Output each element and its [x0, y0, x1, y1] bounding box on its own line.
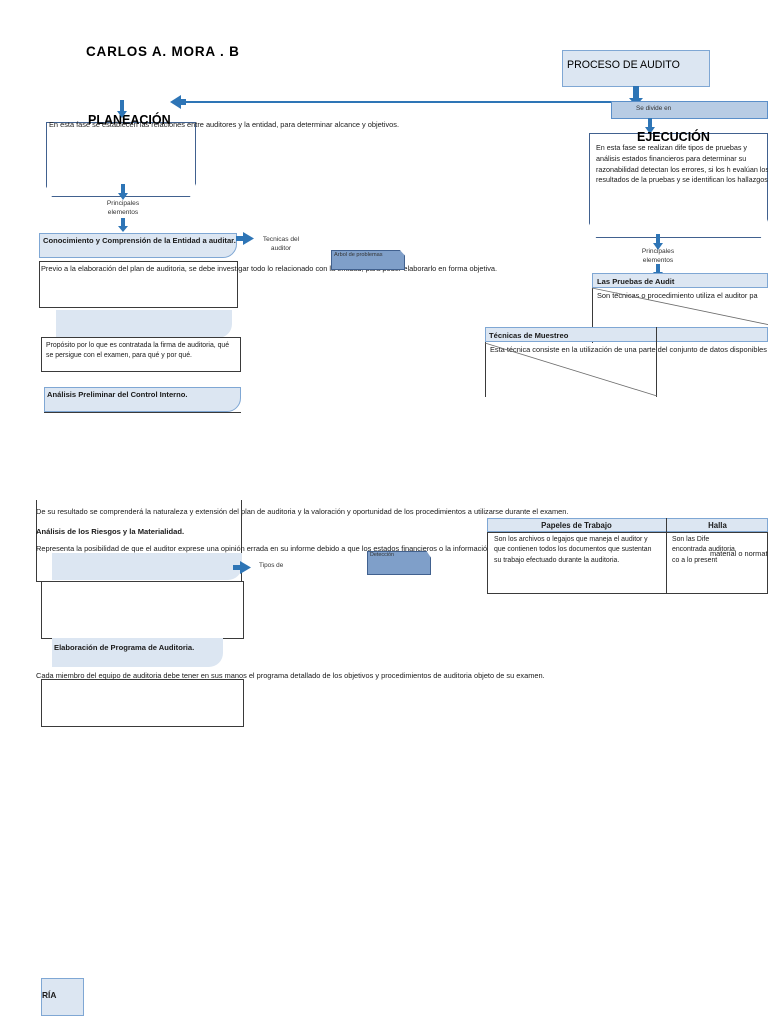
proceso-de-audito-box: [562, 50, 710, 87]
elemento-4-body-box: [41, 581, 244, 639]
elemento-3-body: De su resultado se comprenderá la natura…: [36, 507, 569, 516]
elemento-5-header: [52, 638, 223, 667]
elemento-4-header-band: [52, 553, 242, 580]
se-divide-en-label: Se divide en: [636, 105, 672, 112]
planeacion-connector-line1: Principales: [106, 200, 140, 207]
elemento-5-body-box: [41, 679, 244, 727]
elemento-2-header: [56, 310, 232, 338]
arrow-down-icon-plan-elem2: [118, 218, 128, 232]
tecnicas-de-muestreo-title: Técnicas de Muestreo: [489, 331, 569, 340]
deteccion-label: Detección: [370, 552, 394, 558]
page-title: CARLOS A. MORA . B: [86, 44, 240, 59]
elemento-3-title: Análisis Preliminar del Control Interno.: [47, 390, 188, 399]
lower-table-col-0-body: Son los archivos o legajos que maneja el…: [494, 536, 652, 564]
tecnicas-de-muestreo-body: Esta técnica consiste en la utilización …: [490, 345, 768, 354]
pruebas-guide-diagonal: [591, 287, 768, 325]
lower-table-col-0-header: Papeles de Trabajo: [541, 521, 612, 530]
arrow-right-icon-tecnicas: [236, 232, 254, 245]
elemento-3-underline: [44, 412, 241, 413]
pruebas-guide-vline: [592, 288, 593, 343]
ejecucion-description: En esta fase se realizan dife tipos de p…: [596, 143, 768, 185]
tipos-de-label: Tipos de: [259, 562, 284, 569]
tecnicas-guide-vline-left: [485, 342, 486, 397]
lower-table-overflow-text: material o normat: [710, 549, 768, 558]
ejecucion-connector-line2: elementos: [642, 256, 674, 264]
tecnicas-label-line2: auditor: [270, 244, 292, 252]
lower-table-header-divider: [666, 518, 667, 532]
footer-partial-box: [41, 978, 84, 1016]
connector-line-horizontal: [180, 101, 708, 103]
elemento-4-body: Representa la posibilidad de que el audi…: [36, 544, 736, 553]
ejecucion-heading: EJECUCIÓN: [637, 130, 710, 144]
arbol-de-problemas-shape: [331, 250, 405, 270]
elemento-1-body: Previo a la elaboración del plan de audi…: [41, 264, 498, 273]
arrow-down-icon-plan-elementos: [118, 184, 128, 200]
tecnicas-guide-diagonal: [484, 342, 658, 397]
elemento-4-title: Análisis de los Riesgos y la Materialida…: [36, 527, 185, 536]
ejecucion-connector-line1: Principales: [641, 248, 675, 255]
arrow-down-icon-ejecucion: [645, 118, 655, 134]
pruebas-de-audit-body: Son técnicas o procedimiento utiliza el …: [597, 291, 758, 300]
lower-table-col-1-header: Halla: [708, 521, 727, 530]
arrow-down-icon-ejec-elementos: [653, 234, 663, 250]
elemento-5-body: Cada miembro del equipo de auditoria deb…: [36, 671, 545, 680]
elemento-1-header: [39, 233, 237, 258]
arrow-left-icon-main: [170, 95, 186, 109]
planeacion-heading: PLANEACIÓN: [88, 113, 171, 127]
elemento-2-body: Propósito por lo que es contratada la fi…: [46, 342, 230, 360]
deteccion-shape: [367, 551, 431, 575]
planeacion-connector-line2: elementos: [107, 208, 139, 216]
lower-left-vline-b: [241, 500, 242, 582]
lower-table-body-row: [487, 532, 768, 594]
elemento-1-body-box: [39, 261, 238, 308]
arrow-right-icon-tipos: [233, 561, 251, 574]
planeacion-connector-label: Principales elementos: [85, 200, 161, 218]
proceso-de-audito-label: PROCESO DE AUDITO: [567, 59, 680, 71]
elemento-1-title: Conocimiento y Comprensión de la Entidad…: [43, 236, 236, 245]
planeacion-description: En esta fase se establecen las relacione…: [49, 120, 400, 129]
tecnicas-label-line1: Tecnicas del: [262, 236, 300, 243]
lower-left-vline-a: [36, 500, 37, 582]
arrow-down-icon-planeacion: [117, 100, 127, 118]
tecnicas-header-divider: [656, 327, 657, 342]
se-divide-en-box: [611, 101, 768, 119]
tecnicas-guide-vline-right: [656, 342, 657, 397]
ejecucion-connector-label: Principales elementos: [620, 248, 696, 266]
arbol-de-problemas-label: Arbol de problemas: [334, 252, 383, 258]
pruebas-de-audit-title: Las Pruebas de Audit: [597, 277, 675, 286]
tecnicas-del-auditor-label: Tecnicas del auditor: [250, 236, 312, 254]
elemento-3-header: [44, 387, 241, 412]
elemento-2-body-box: [41, 337, 241, 372]
elemento-5-title: Elaboración de Programa de Auditoria.: [54, 643, 195, 652]
lower-table-col-1-body: Son las Dife encontrada auditoria co a l…: [672, 536, 735, 564]
footer-partial-label: RÍA: [42, 990, 57, 1000]
lower-table-body-divider: [666, 532, 667, 594]
